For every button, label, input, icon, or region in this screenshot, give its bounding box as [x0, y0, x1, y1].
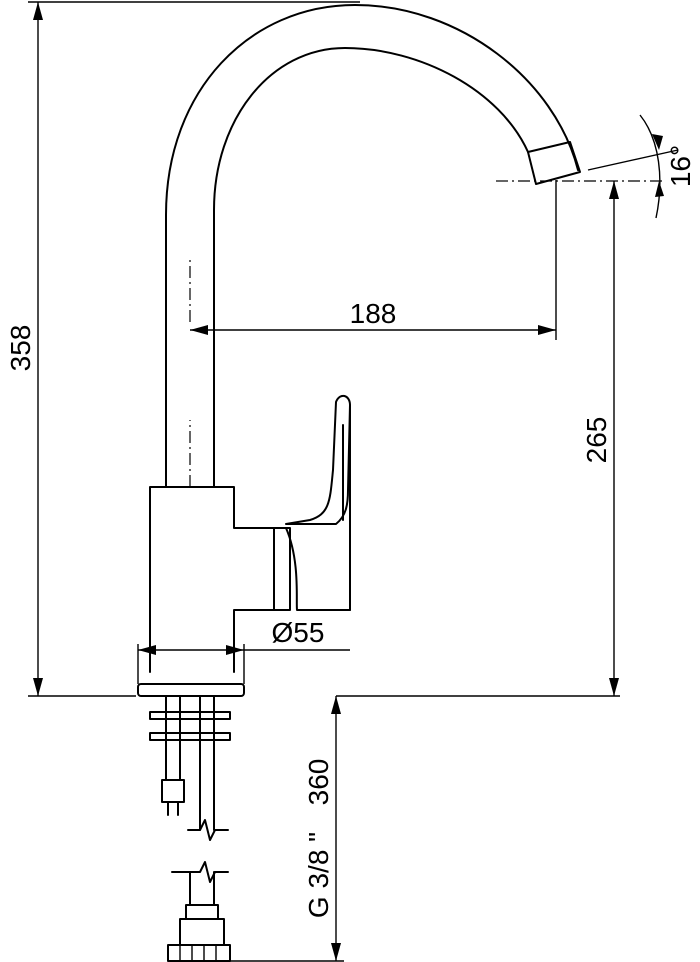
hose-spec-label: G 3/8 "	[303, 832, 334, 918]
dimension-base-diameter: Ø55	[137, 617, 350, 684]
dimension-spout-height: 265	[336, 180, 666, 697]
spout	[165, 4, 581, 488]
spout-reach-label: 188	[350, 298, 397, 329]
spout-angle-label: 16°	[665, 145, 696, 187]
base-diameter-label: Ø55	[272, 617, 325, 648]
deck-mount	[137, 683, 245, 962]
dimension-spout-reach: 188	[190, 180, 557, 340]
hose-length-label: 360	[303, 759, 334, 806]
dimension-total-height: 358	[5, 1, 360, 697]
spout-height-label: 265	[581, 417, 612, 464]
dimension-spout-angle: 16°	[587, 114, 696, 219]
dimension-hose-length: G 3/8 " 360	[230, 696, 344, 962]
total-height-label: 358	[5, 325, 36, 372]
